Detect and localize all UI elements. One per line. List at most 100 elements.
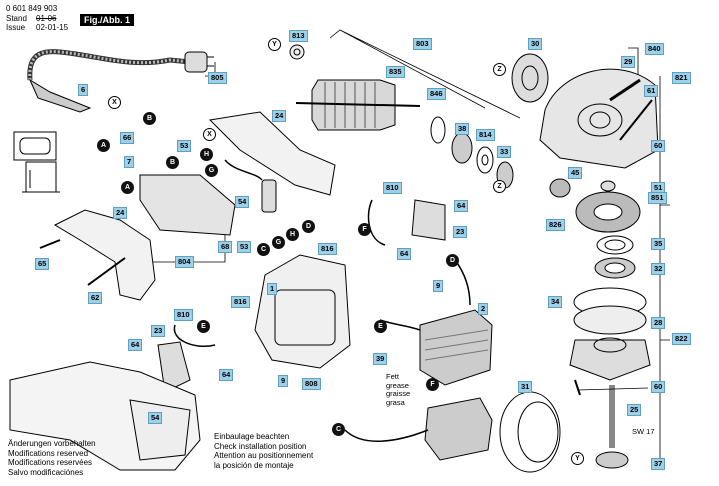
part-label: 6 bbox=[78, 84, 89, 96]
connector-letter: Y bbox=[571, 452, 584, 465]
issue-label: Issue bbox=[6, 23, 26, 32]
connector-letter: E bbox=[197, 320, 210, 333]
part-label: 23 bbox=[453, 226, 468, 238]
part-label: 805 bbox=[208, 72, 227, 84]
connector-letter: F bbox=[358, 223, 371, 236]
connector-letter: C bbox=[257, 243, 270, 256]
grease-line: Fett bbox=[386, 372, 399, 381]
part-label: 822 bbox=[672, 333, 691, 345]
connector-letter: A bbox=[121, 181, 134, 194]
part-label: 64 bbox=[454, 200, 469, 212]
part-label: 54 bbox=[148, 412, 163, 424]
bearing-flange bbox=[569, 339, 651, 381]
part-label: 29 bbox=[621, 56, 636, 68]
grease-line: grasa bbox=[386, 397, 405, 407]
connector-letter: E bbox=[374, 320, 387, 333]
part-label: 53 bbox=[177, 140, 192, 152]
handle-half-bottom bbox=[53, 209, 156, 301]
note-line: Modifications reservées bbox=[8, 458, 93, 468]
issue-date: 02-01-15 bbox=[36, 23, 69, 32]
part-label: 60 bbox=[651, 381, 666, 393]
part-label: 62 bbox=[88, 292, 103, 304]
wrench-size-note: SW 17 bbox=[632, 427, 655, 436]
part-label: 803 bbox=[413, 38, 432, 50]
connector-letter: A bbox=[97, 139, 110, 152]
part-label: 821 bbox=[672, 72, 691, 84]
part-label: 840 bbox=[645, 43, 664, 55]
part-label: 24 bbox=[113, 207, 128, 219]
connector-letter: B bbox=[143, 112, 156, 125]
part-label: 851 bbox=[648, 192, 667, 204]
part-label: 808 bbox=[302, 378, 321, 390]
part-label: 813 bbox=[289, 30, 308, 42]
part-label: 64 bbox=[128, 339, 143, 351]
part-label: 66 bbox=[120, 132, 135, 144]
part-number: 0 601 849 903 bbox=[6, 4, 58, 13]
part-label: 9 bbox=[278, 375, 289, 387]
motor-housing bbox=[254, 254, 351, 369]
part-label: 64 bbox=[219, 369, 234, 381]
stand-label: Stand bbox=[6, 14, 27, 23]
part-label: 7 bbox=[124, 156, 135, 168]
part-label: 34 bbox=[548, 296, 563, 308]
part-label: 23 bbox=[151, 325, 166, 337]
connector-letter: Y bbox=[268, 38, 281, 51]
notes-installation: Einbaulage beachten Check installation p… bbox=[214, 432, 313, 470]
part-label: 814 bbox=[476, 129, 495, 141]
part-label: 9 bbox=[433, 280, 444, 292]
part-label: 28 bbox=[651, 317, 666, 329]
connector-letter: C bbox=[332, 423, 345, 436]
part-label: 33 bbox=[497, 146, 512, 158]
connector-letter: B bbox=[166, 156, 179, 169]
part-label: 30 bbox=[528, 38, 543, 50]
note-line: Check installation position bbox=[214, 441, 307, 451]
part-label: 53 bbox=[237, 241, 252, 253]
part-label: 38 bbox=[455, 123, 470, 135]
switch-assembly bbox=[139, 174, 236, 236]
part-label: 816 bbox=[318, 243, 337, 255]
part-label: 68 bbox=[218, 241, 233, 253]
note-line: Salvo modificaciónes bbox=[8, 467, 84, 477]
connector-letter: G bbox=[205, 164, 218, 177]
note-line: Modifications reserved bbox=[8, 448, 89, 458]
note-line: Attention au positionnement bbox=[214, 451, 314, 461]
field-stator bbox=[419, 309, 493, 386]
connector-letter: G bbox=[272, 236, 285, 249]
power-plug bbox=[184, 51, 208, 73]
part-label: 31 bbox=[518, 381, 533, 393]
handle-half-top bbox=[208, 111, 336, 196]
part-label: 810 bbox=[383, 182, 402, 194]
part-label: 24 bbox=[272, 110, 287, 122]
part-label: 32 bbox=[651, 263, 666, 275]
stand-date: 01-06 bbox=[36, 14, 57, 23]
part-label: 45 bbox=[568, 167, 583, 179]
part-label: 846 bbox=[427, 88, 446, 100]
part-label: 25 bbox=[627, 404, 642, 416]
notes-modifications: Änderungen vorbehalten Modifications res… bbox=[8, 439, 96, 477]
connector-letter: F bbox=[426, 378, 439, 391]
note-line: la posición de montaje bbox=[214, 460, 294, 470]
part-label: 816 bbox=[231, 296, 250, 308]
part-label: 804 bbox=[175, 256, 194, 268]
grease-line: graisse bbox=[386, 389, 411, 399]
connector-letter: Z bbox=[493, 180, 506, 193]
connector-letter: D bbox=[302, 220, 315, 233]
grease-line: grease bbox=[386, 380, 409, 390]
part-label: 1 bbox=[267, 283, 278, 295]
power-cable bbox=[27, 49, 191, 81]
part-label: 64 bbox=[397, 248, 412, 260]
part-label: 65 bbox=[35, 258, 50, 270]
part-label: 61 bbox=[644, 85, 659, 97]
part-label: 54 bbox=[235, 196, 250, 208]
note-line: Einbaulage beachten bbox=[214, 432, 290, 441]
grease-note: Fett grease graisse grasa bbox=[386, 372, 411, 407]
connector-letter: H bbox=[286, 228, 299, 241]
part-label: 60 bbox=[651, 140, 666, 152]
note-line: Änderungen vorbehalten bbox=[8, 439, 96, 448]
connector-letter: D bbox=[446, 254, 459, 267]
connector-letter: X bbox=[203, 128, 216, 141]
gear-housing bbox=[539, 68, 659, 169]
figure-tag: Fig./Abb. 1 bbox=[80, 14, 134, 26]
